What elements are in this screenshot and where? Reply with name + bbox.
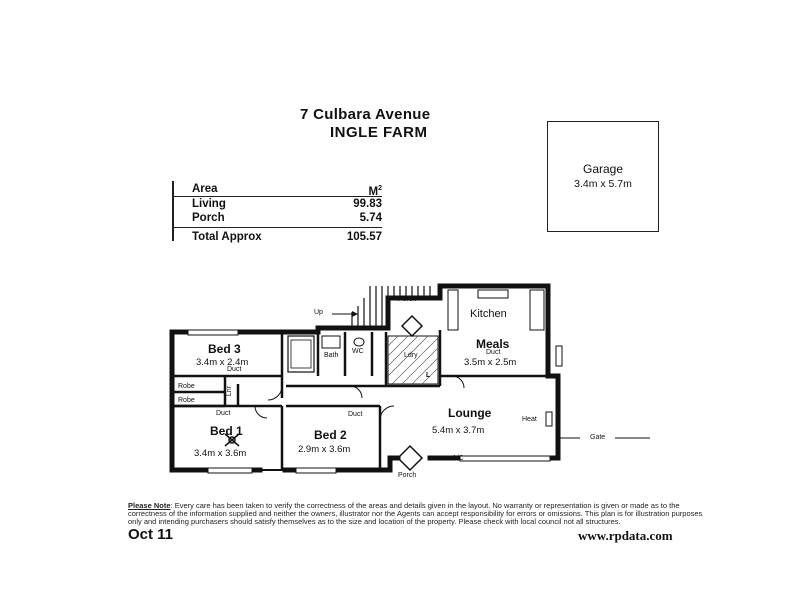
wc-label: WC [352,348,364,355]
room-bed3-dims: 3.4m x 2.4m [196,357,249,368]
area-head-label: Area [192,183,218,195]
area-head-unit: M2 [368,185,383,198]
bath-label: Bath [324,352,339,359]
room-meals-dims: 3.5m x 2.5m [464,357,517,368]
area-table: Area M2 Living 99.83 Porch 5.74 Total Ap… [172,182,382,244]
room-bed2-name: Bed 2 [314,428,347,442]
area-row-living: Living 99.83 [192,198,382,210]
room-bed1-name: Bed 1 [210,424,243,438]
area-table-bar [172,181,174,241]
robe-label-2: Robe [178,397,195,404]
up-label: Up [314,309,323,316]
garage-dims: 3.4m x 5.7m [574,178,632,190]
porch-top-label: Porch [398,296,417,303]
area-table-header: Area M2 [172,182,383,198]
room-bed1-dims: 3.4m x 3.6m [194,448,247,459]
address-line1: 7 Culbara Avenue [300,106,431,123]
disclaimer-note: Please Note: Every care has been taken t… [128,501,703,526]
area-row-total: Total Approx 105.57 [172,227,382,244]
room-bed2-dims: 2.9m x 3.6m [298,444,351,455]
gate-label: Gate [590,434,606,441]
heat-label: Heat [522,416,537,423]
plan-date: Oct 11 [128,526,174,543]
laundry-label: Ldry [404,352,418,359]
duct-label-3: Duct [348,411,363,418]
room-lounge-dims: 5.4m x 3.7m [432,425,485,436]
room-meals-name: Meals [476,337,510,351]
room-kitchen-name: Kitchen [470,308,507,320]
porch-bottom-label: Porch [398,472,417,479]
duct-label-1: Duct [227,366,242,373]
duct-label-4: Duct [486,349,501,356]
ac-label: A/C [452,455,464,462]
garage-box: Garage 3.4m x 5.7m [547,121,659,232]
room-lounge-name: Lounge [448,406,492,420]
duct-label-2: Duct [216,410,231,417]
suburb-title: INGLE FARM [330,124,428,141]
linen-label: Lnr [226,386,233,397]
garage-label: Garage [582,162,624,176]
room-bed3-name: Bed 3 [208,342,241,356]
area-row-porch: Porch 5.74 [192,212,382,224]
robe-label-1: Robe [178,383,195,390]
l-label: L [426,372,431,379]
website-url: www.rpdata.com [578,528,673,543]
